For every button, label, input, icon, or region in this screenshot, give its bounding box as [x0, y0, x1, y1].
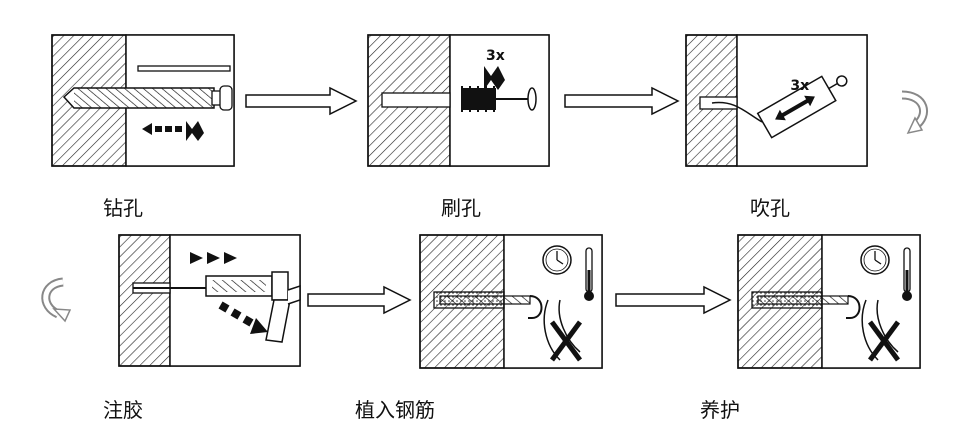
thermometer-icon	[902, 247, 912, 301]
turn-arrow-icon	[41, 277, 72, 323]
direction-arrows-icon	[218, 301, 268, 334]
no-load-icon	[543, 299, 583, 362]
clock-icon	[542, 245, 572, 275]
panel-insert-rebar	[419, 234, 603, 369]
no-load-icon	[861, 299, 901, 362]
flow-arrow-icon	[615, 285, 732, 315]
repeat-count: 3x	[486, 48, 505, 64]
direction-arrows-icon	[142, 121, 204, 141]
panel-cure	[737, 234, 921, 369]
step-label-blow: 吹孔	[750, 196, 790, 220]
flow-arrow-icon	[245, 86, 358, 116]
step-label-drill: 钻孔	[103, 196, 143, 220]
flow-arrow-icon	[564, 86, 680, 116]
step-label-insert: 植入钢筋	[355, 398, 435, 422]
rotation-icon	[484, 66, 505, 90]
turn-arrow-icon	[901, 90, 928, 135]
step-label-inject: 注胶	[103, 398, 143, 422]
thermometer-icon	[584, 247, 594, 301]
panel-drill	[51, 34, 235, 167]
repeat-count: 3x	[790, 78, 809, 94]
panel-inject	[118, 234, 301, 367]
double-arrow-icon	[775, 95, 815, 121]
step-label-cure: 养护	[700, 398, 740, 422]
step-label-brush: 刷孔	[441, 196, 481, 220]
panel-brush: 3x	[367, 34, 550, 167]
panel-blow: 3x	[685, 34, 868, 167]
flow-arrow-icon	[307, 285, 412, 315]
direction-arrows-icon	[190, 252, 237, 264]
clock-icon	[860, 245, 890, 275]
